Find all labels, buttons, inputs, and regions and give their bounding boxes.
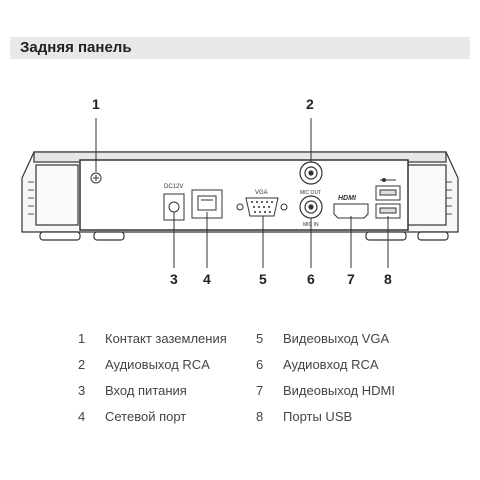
legend-num-3: 3 [78,383,86,398]
callout-3: 3 [170,271,178,287]
legend-num-4: 4 [78,409,86,424]
legend-label-2: Аудиовыход RCA [105,357,210,372]
mic-out-label: MIC OUT [300,190,321,196]
hdmi-label: HDMI [338,195,357,202]
hdmi-port-icon [333,203,369,219]
usb-ports-icon [375,185,401,219]
legend-num-7: 7 [256,383,264,398]
section-title: Задняя панель [20,39,132,56]
legend-num-1: 1 [78,331,86,346]
legend-label-1: Контакт заземления [105,331,227,346]
rca-in-icon [299,195,323,219]
leader-lines [95,118,389,268]
legend-num-8: 8 [256,409,264,424]
usb-symbol-icon [380,178,396,182]
legend-num-6: 6 [256,357,264,372]
callout-1: 1 [92,96,100,112]
callout-6: 6 [307,271,315,287]
legend-label-6: Аудиовход RCA [283,357,379,372]
callout-5: 5 [259,271,267,287]
legend-label-4: Сетевой порт [105,409,187,424]
legend-label-5: Видеовыход VGA [283,331,390,346]
legend-num-2: 2 [78,357,86,372]
callout-8: 8 [384,271,392,287]
callout-2: 2 [306,96,314,112]
rca-out-icon [299,161,323,185]
vga-port-icon [236,197,288,217]
legend-label-3: Вход питания [105,383,187,398]
callout-7: 7 [347,271,355,287]
legend-label-8: Порты USB [283,409,353,424]
nvr-device [21,151,459,241]
legend-num-5: 5 [256,331,264,346]
vga-label: VGA [255,190,268,196]
power-label: DC12V [164,184,183,190]
section-header: Задняя панель [10,37,470,59]
ground-screw-icon [90,172,102,184]
callout-4: 4 [203,271,211,287]
legend-label-7: Видеовыход HDMI [283,383,395,398]
